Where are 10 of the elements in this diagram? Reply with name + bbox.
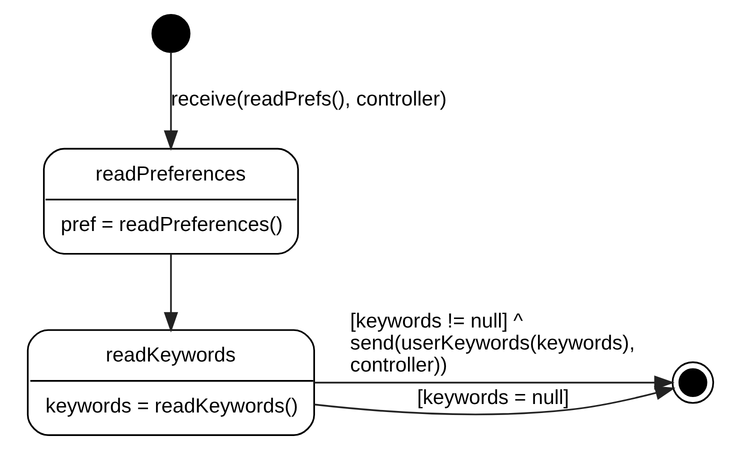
node-circle bbox=[672, 361, 714, 404]
edge-label: [keywords != null] ^ send(userKeywords(keywords), controller)) bbox=[350, 310, 635, 377]
node-circle bbox=[151, 14, 190, 53]
node-box: readPreferences pref = readPreferences() bbox=[43, 148, 299, 255]
edge-label: receive(readPrefs(), controller) bbox=[170, 88, 447, 111]
arrow bbox=[164, 52, 178, 151]
arrow bbox=[314, 375, 675, 390]
edge-label: [keywords = null] bbox=[417, 386, 570, 409]
arrow bbox=[164, 254, 178, 332]
arrow bbox=[314, 386, 676, 416]
